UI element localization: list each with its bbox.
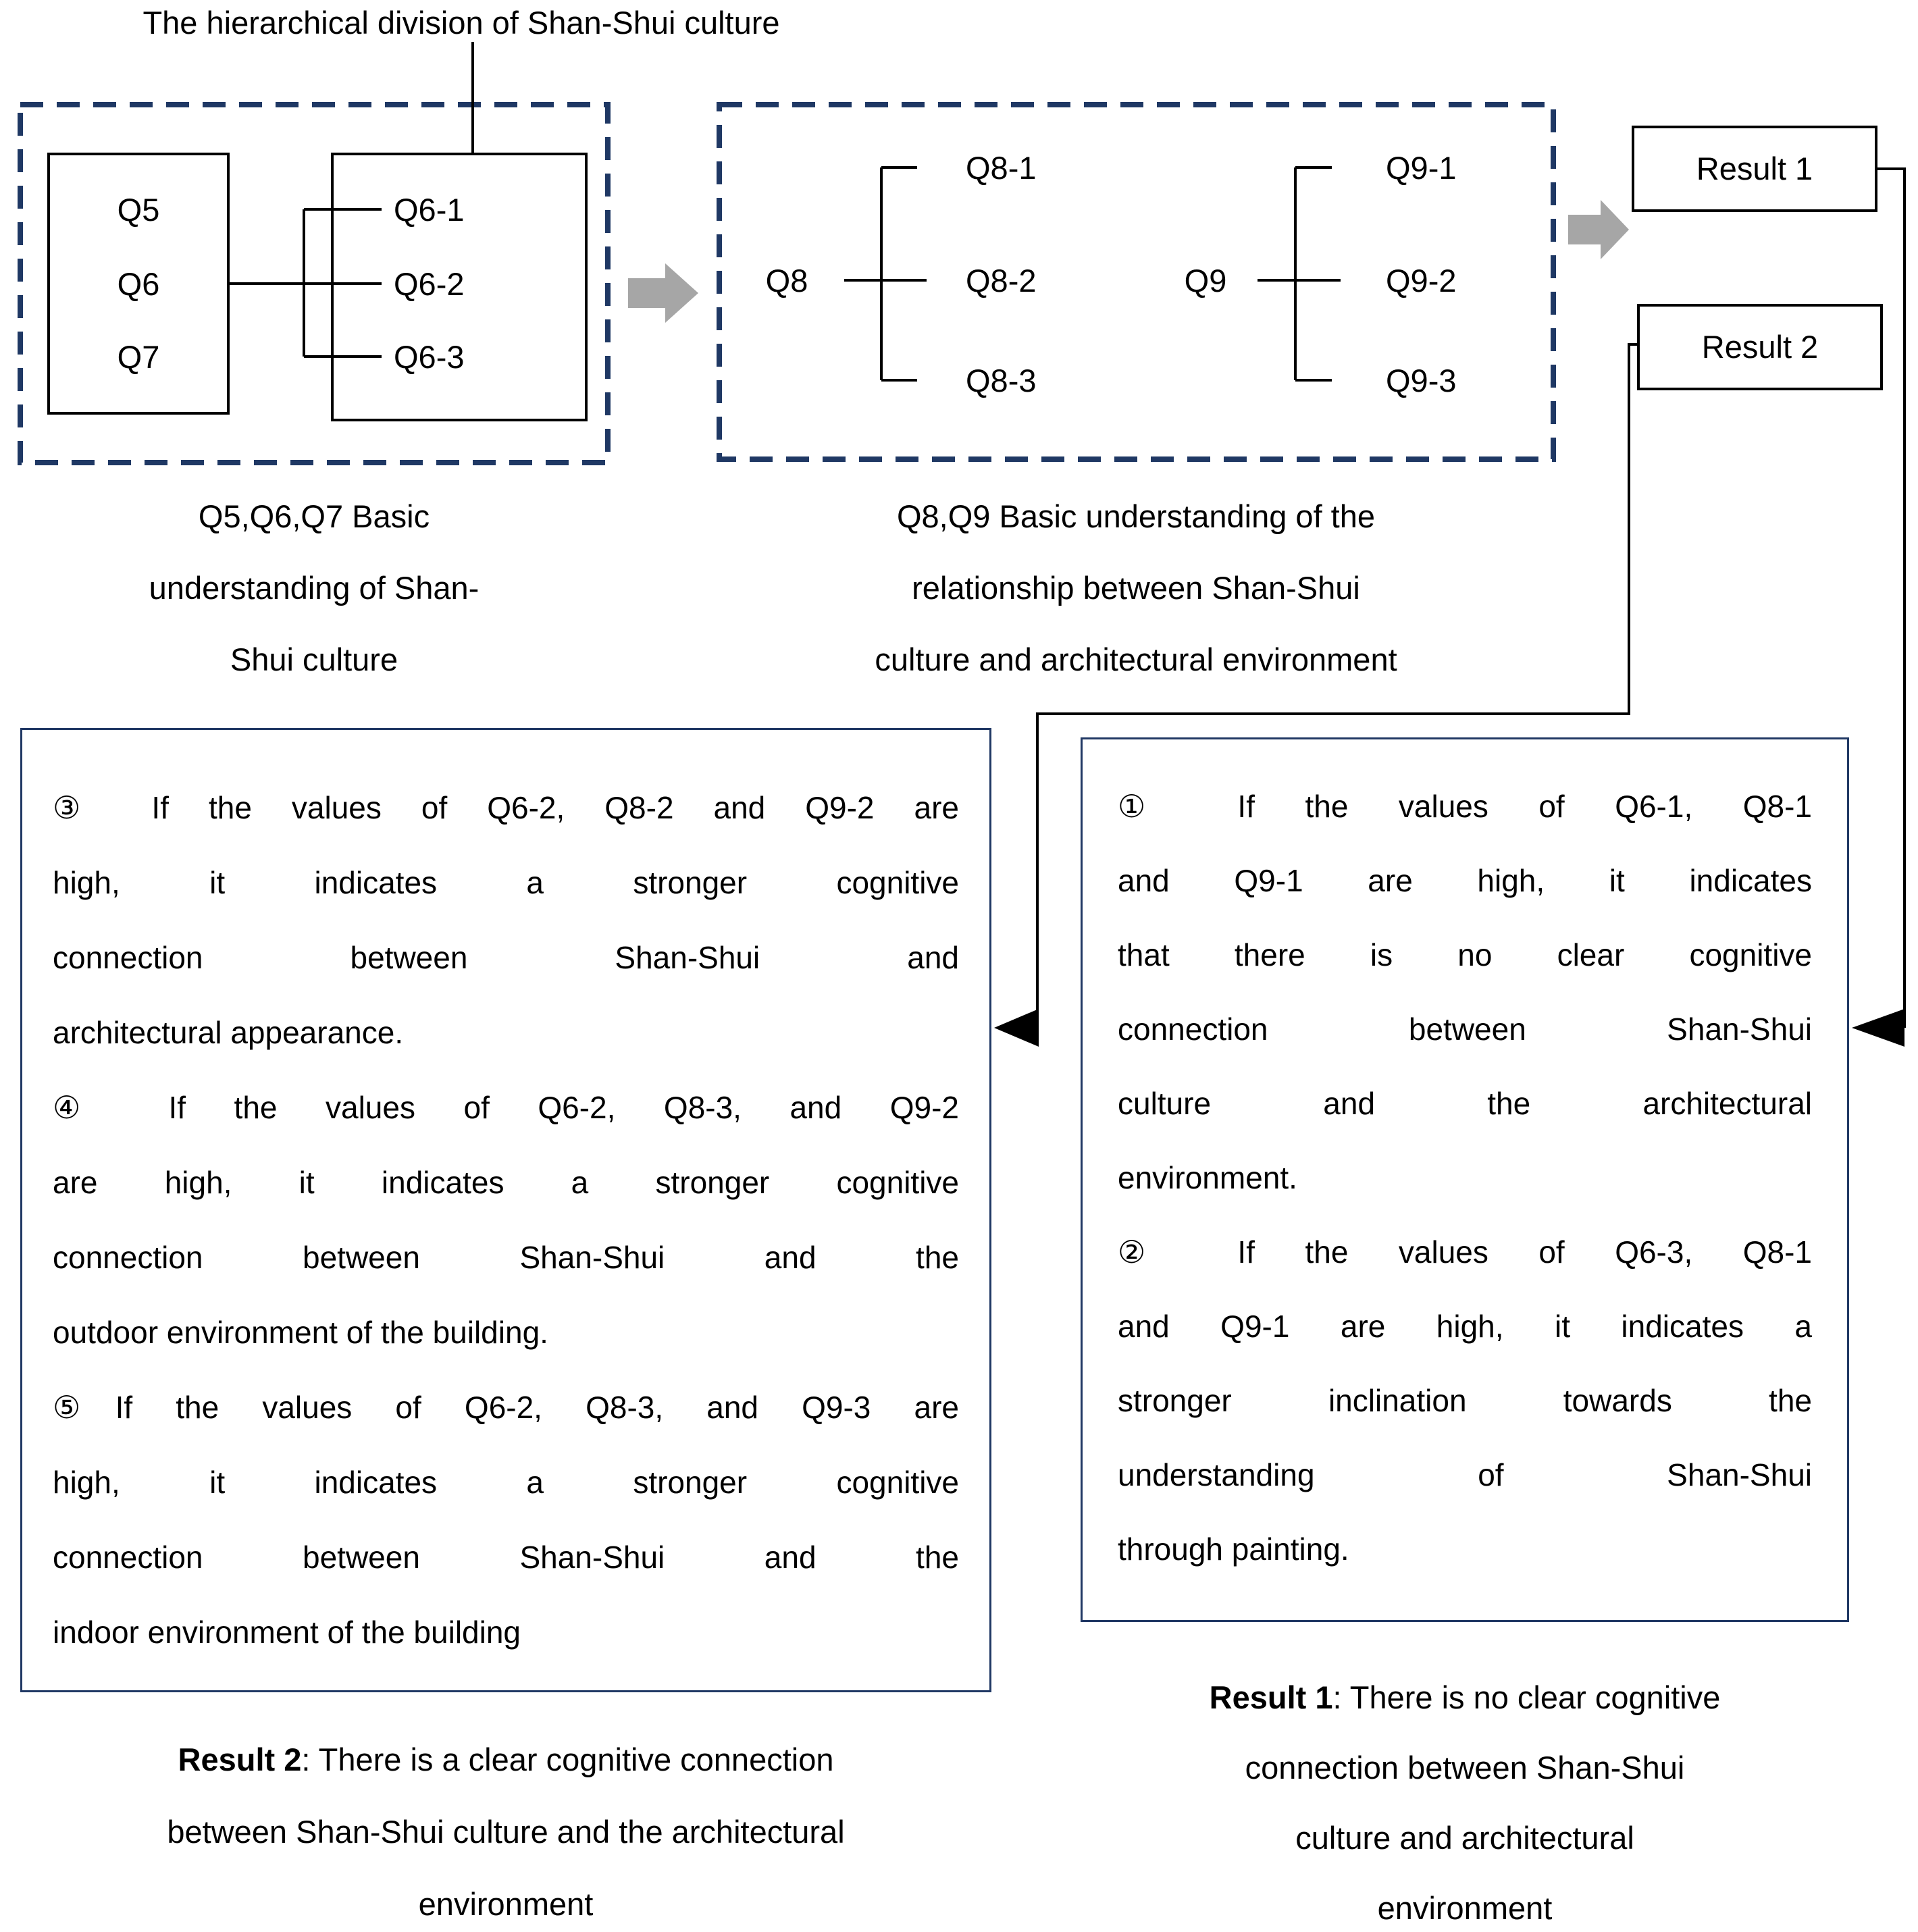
label-q9: Q9 bbox=[1184, 263, 1227, 298]
caption-group1-line1: Q5,Q6,Q7 Basic bbox=[198, 498, 430, 534]
label-q8: Q8 bbox=[765, 263, 808, 298]
text-line: understanding of Shan-Shui bbox=[1118, 1457, 1812, 1492]
caption-result2-summary: Result 2: There is a clear cognitive con… bbox=[148, 1723, 864, 1932]
text-line: outdoor environment of the building. bbox=[53, 1315, 548, 1350]
caption-group2-line2: relationship between Shan-Shui bbox=[912, 570, 1360, 606]
label-result-2: Result 2 bbox=[1701, 329, 1819, 365]
text-line: connection between Shan-Shui and the bbox=[53, 1240, 959, 1275]
flow-arrow-icon-1 bbox=[628, 263, 698, 323]
caption-result2-bold: Result 2 bbox=[178, 1742, 302, 1777]
caption-result2-text: : There is a clear cognitive connection … bbox=[167, 1742, 845, 1922]
label-q8-3: Q8-3 bbox=[966, 363, 1037, 398]
text-line: ④ If the values of Q6-2, Q8-3, and Q9-2 bbox=[53, 1090, 959, 1125]
caption-result1-text: : There is no clear cognitive connection… bbox=[1245, 1679, 1721, 1926]
text-line: connection between Shan-Shui and the bbox=[53, 1540, 959, 1575]
text-line: high, it indicates a stronger cognitive bbox=[53, 1465, 959, 1500]
conclusion-box-result1: ① If the values of Q6-1, Q8-1 and Q9-1 a… bbox=[1081, 737, 1849, 1622]
text-line: ③ If the values of Q6-2, Q8-2 and Q9-2 a… bbox=[53, 790, 959, 825]
label-q8-1: Q8-1 bbox=[966, 150, 1037, 186]
text-line: stronger inclination towards the bbox=[1118, 1383, 1812, 1418]
conclusion-box-result2: ③ If the values of Q6-2, Q8-2 and Q9-2 a… bbox=[20, 728, 991, 1692]
text-line: ① If the values of Q6-1, Q8-1 bbox=[1118, 789, 1812, 824]
label-result-1: Result 1 bbox=[1696, 151, 1813, 186]
text-line: are high, it indicates a stronger cognit… bbox=[53, 1165, 959, 1200]
label-q6-1: Q6-1 bbox=[394, 192, 465, 228]
caption-group1-line3: Shui culture bbox=[230, 642, 398, 677]
text-line: through painting. bbox=[1118, 1532, 1349, 1567]
caption-group2: Q8,Q9 Basic understanding of the relatio… bbox=[663, 481, 1609, 696]
text-line: ② If the values of Q6-3, Q8-1 bbox=[1118, 1234, 1812, 1270]
caption-result1-bold: Result 1 bbox=[1209, 1679, 1333, 1715]
caption-group2-line1: Q8,Q9 Basic understanding of the bbox=[896, 498, 1376, 534]
text-line: architectural appearance. bbox=[53, 1015, 404, 1050]
caption-group1: Q5,Q6,Q7 Basic understanding of Shan- Sh… bbox=[44, 481, 584, 696]
text-line: connection between Shan-Shui and bbox=[53, 940, 959, 975]
label-q7: Q7 bbox=[117, 339, 160, 375]
label-q9-2: Q9-2 bbox=[1386, 263, 1457, 298]
diagram-title: The hierarchical division of Shan-Shui c… bbox=[142, 5, 780, 41]
text-line: high, it indicates a stronger cognitive bbox=[53, 865, 959, 900]
label-q8-2: Q8-2 bbox=[966, 263, 1037, 298]
caption-group2-line3: culture and architectural environment bbox=[875, 642, 1397, 677]
text-line: and Q9-1 are high, it indicates bbox=[1118, 863, 1812, 898]
caption-group1-line2: understanding of Shan- bbox=[149, 570, 480, 606]
text-line: ⑤If the values of Q6-2, Q8-3, and Q9-3 a… bbox=[53, 1390, 959, 1425]
text-line: indoor environment of the building bbox=[53, 1615, 521, 1650]
text-line: connection between Shan-Shui bbox=[1118, 1012, 1812, 1047]
label-q9-3: Q9-3 bbox=[1386, 363, 1457, 398]
flow-arrow-icon-2 bbox=[1568, 200, 1629, 259]
text-line: environment. bbox=[1118, 1160, 1297, 1195]
text-line: and Q9-1 are high, it indicates a bbox=[1118, 1309, 1812, 1344]
label-q5: Q5 bbox=[117, 192, 160, 228]
caption-result1-summary: Result 1: There is no clear cognitive co… bbox=[1208, 1663, 1721, 1932]
label-q6: Q6 bbox=[117, 266, 160, 302]
connector-result1-line bbox=[1876, 167, 1906, 1028]
label-q6-2: Q6-2 bbox=[394, 266, 465, 302]
text-line: culture and the architectural bbox=[1118, 1086, 1812, 1121]
text-line: that there is no clear cognitive bbox=[1118, 937, 1812, 972]
label-q6-3: Q6-3 bbox=[394, 339, 465, 375]
connector-result1-arrowhead-icon bbox=[1852, 1009, 1904, 1047]
connector-result2-arrowhead-icon bbox=[994, 1009, 1039, 1047]
label-q9-1: Q9-1 bbox=[1386, 150, 1457, 186]
